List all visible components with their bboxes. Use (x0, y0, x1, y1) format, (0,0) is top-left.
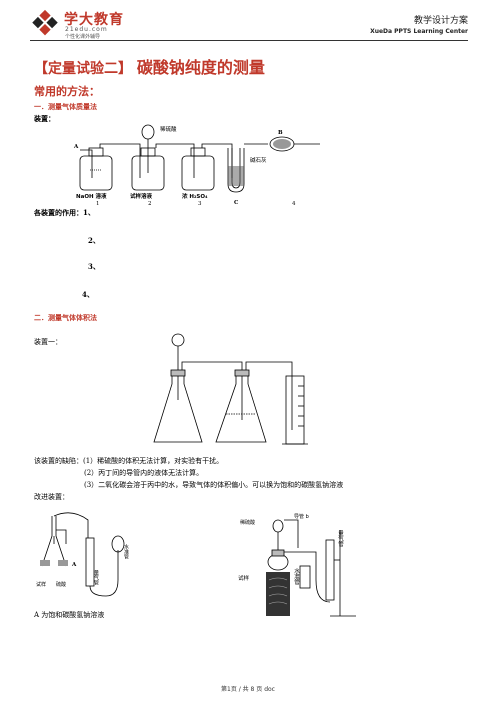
header-divider (30, 40, 468, 41)
gas-volume-apparatus-figure (153, 333, 308, 445)
left-label-tube: 量气管 (93, 569, 99, 586)
logo-title: 学大教育 (64, 12, 124, 28)
role-3: 3、 (88, 262, 100, 271)
right-label-tube-b: 导管 b (294, 513, 309, 520)
methods-heading: 常用的方法： (34, 85, 100, 98)
label-acid: 稀硫酸 (160, 125, 177, 133)
section1-heading: 一．测量气体质量法 (34, 102, 97, 111)
left-label-A: A (71, 562, 77, 568)
label-C: C (234, 200, 239, 206)
drawback-2: (2）丙丁间的导管内的液体无法计算。 (84, 469, 204, 477)
role-2: 2、 (88, 236, 100, 245)
number-3: 3 (198, 201, 202, 206)
b-tube-fill (273, 139, 291, 149)
page-footer: 第1页 / 共 8 页 doc (221, 686, 275, 693)
center-name: XueDa PPTS Learning Center (370, 28, 468, 35)
number-2: 2 (148, 201, 152, 206)
title-main: 碳酸钠纯度的测量 (136, 58, 265, 77)
roles-label: 各装置的作用：1、 (34, 208, 95, 217)
sample-fill (40, 560, 50, 566)
improved-apparatus-right-figure: 稀硫酸 导管 b 量气管 水准管 试样 (238, 513, 356, 617)
bottle-label-1: NaOH 溶液 (76, 192, 107, 200)
number-1: 1 (96, 201, 100, 206)
note-a: A 为饱和碳酸氢钠溶液 (34, 611, 105, 619)
logo-slogan: 个性化课外辅导 (65, 34, 101, 40)
label-B: B (278, 130, 283, 136)
gas-mass-apparatus-figure: 稀硫酸 A B C 碱石灰 NaOH 溶液 试样溶液 浓 H₂SO₄ 1 2 3… (73, 124, 320, 206)
role-4: 4、 (82, 290, 94, 299)
drawback-3: (3）二氧化碳会溶于丙中的水，导致气体的体积偏小。可以换为饱和的碳酸氢钠溶液 (84, 481, 344, 489)
logo-mark-icon (32, 9, 58, 36)
doc-type: 教学设计方案 (413, 16, 468, 26)
right-label-gas: 量气管 (337, 530, 344, 548)
label-A: A (73, 144, 79, 150)
label-lime: 碱石灰 (250, 156, 267, 164)
left-label-acid: 硫酸 (56, 581, 66, 588)
drawback-1: 该装置的缺陷：(1）稀硫酸的体积无法计算，对实验有干扰。 (34, 457, 224, 465)
right-label-acid: 稀硫酸 (240, 519, 255, 526)
bottle-label-2: 试样溶液 (130, 192, 153, 200)
acid-fill (58, 560, 68, 566)
u-tube-fill (228, 166, 244, 186)
left-label-glass: 水准管 (123, 543, 129, 560)
bottle-label-3: 浓 H₂SO₄ (182, 192, 208, 200)
page-title: 【定量试验二】 碳酸钠纯度的测量 (34, 54, 265, 78)
improved-label: 改进装置： (34, 493, 69, 501)
left-label-sample: 试样 (36, 581, 46, 588)
title-tag: 【定量试验二】 (34, 61, 132, 77)
section2-heading: 二．测量气体体积法 (34, 313, 97, 322)
number-4: 4 (292, 201, 296, 206)
right-label-water: 水准管 (293, 567, 300, 586)
logo: 学大教育 21edu.com 个性化课外辅导 (30, 8, 150, 42)
improved-apparatus-left-figure: A 试样 硫酸 量气管 水准管 (36, 512, 129, 597)
logo-url: 21edu.com (65, 26, 108, 33)
device1-label: 装置一： (34, 338, 62, 346)
right-label-sample: 试样 (238, 574, 250, 582)
section1-device-label: 装置： (34, 114, 55, 123)
